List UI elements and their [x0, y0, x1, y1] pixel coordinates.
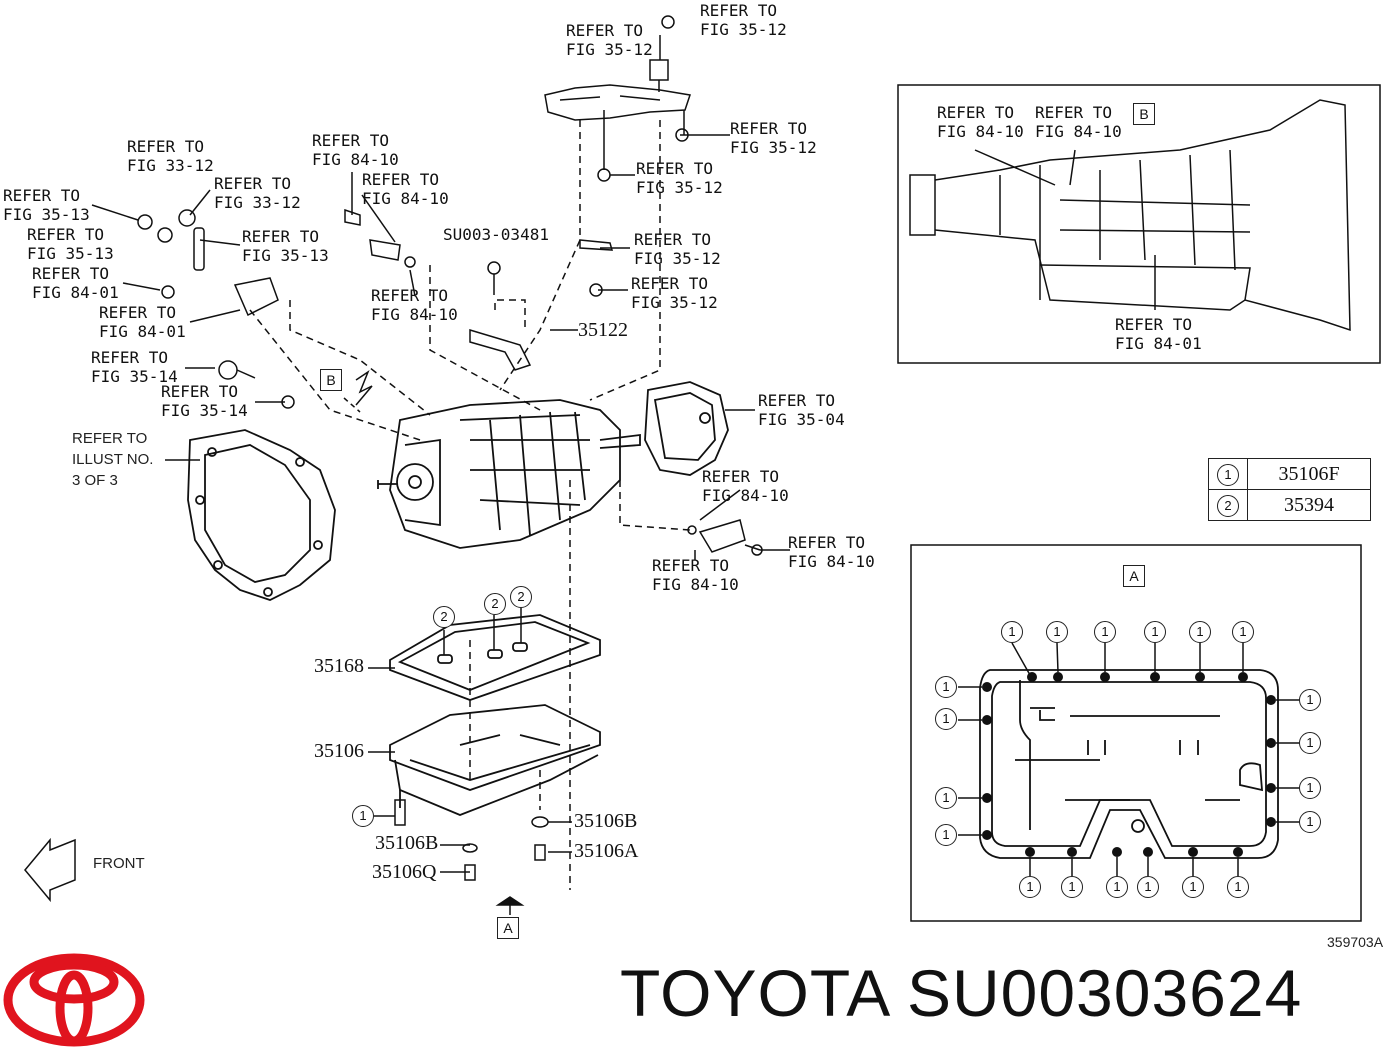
callout-circle-1: 1 [1001, 621, 1023, 643]
callout-circle-1: 1 [1299, 689, 1321, 711]
callout-circle-1: 1 [1299, 732, 1321, 754]
callout-circle-1: 1 [1144, 621, 1166, 643]
label-refer-35-13: REFER TO FIG 35-13 [3, 186, 90, 224]
label-refer-35-04: REFER TO FIG 35-04 [758, 391, 845, 429]
part-number-35168: 35168 [314, 655, 364, 677]
label-refer-84-10: REFER TO FIG 84-10 [312, 131, 399, 169]
callout-circle-1: 1 [1232, 621, 1254, 643]
callout-circle-1: 1 [935, 676, 957, 698]
callout-circle-2: 2 [433, 606, 455, 628]
inset-callout-lines [958, 642, 1300, 876]
callout-circle-1: 1 [1227, 876, 1249, 898]
front-arrow-icon [24, 837, 76, 903]
callout-circle-2: 2 [510, 586, 532, 608]
callout-circle-1: 1 [1061, 876, 1083, 898]
inset-bolt-dots [982, 672, 1276, 857]
marker-box-a: A [497, 917, 519, 939]
toyota-logo [3, 953, 145, 1047]
inset-top-frame [897, 84, 1381, 364]
callout-circle-1: 1 [1189, 621, 1211, 643]
inset-marker-box-b: B [1133, 103, 1155, 125]
part-number-35106q: 35106Q [372, 861, 437, 883]
label-refer-33-12: REFER TO FIG 33-12 [214, 174, 301, 212]
part-number-35106b: 35106B [574, 810, 638, 832]
legend-row: 1 35106F [1208, 458, 1371, 490]
callout-circle-1: 1 [1299, 811, 1321, 833]
arrow-up-icon [495, 896, 525, 906]
part-number-35106a: 35106A [574, 840, 639, 862]
bottom-fasteners [394, 799, 549, 881]
callout-circle-1: 1 [935, 787, 957, 809]
harness-assembly [544, 15, 691, 170]
label-refer-35-12: REFER TO FIG 35-12 [634, 230, 721, 268]
transmission-body [377, 399, 641, 549]
callout-circle-2: 2 [484, 593, 506, 615]
inset-label-refer-84-01: REFER TO FIG 84-01 [1115, 315, 1202, 353]
label-refer-84-01: REFER TO FIG 84-01 [32, 264, 119, 302]
label-refer-illust: REFER TO ILLUST NO. 3 OF 3 [72, 430, 154, 489]
label-refer-84-10: REFER TO FIG 84-10 [371, 286, 458, 324]
legend-row: 2 35394 [1208, 489, 1371, 521]
gasket-35168 [389, 614, 601, 701]
label-refer-35-14: REFER TO FIG 35-14 [161, 382, 248, 420]
marker-box-b: B [320, 369, 342, 391]
legend-table: 1 35106F 2 35394 [1208, 458, 1371, 521]
inset-oil-pan [979, 669, 1279, 859]
label-refer-35-14: REFER TO FIG 35-14 [91, 348, 178, 386]
callout-circle-1: 1 [1137, 876, 1159, 898]
legend-part: 35106F [1247, 458, 1371, 490]
label-refer-35-12: REFER TO FIG 35-12 [636, 159, 723, 197]
label-refer-35-12: REFER TO FIG 35-12 [700, 1, 787, 39]
label-refer-84-10: REFER TO FIG 84-10 [652, 556, 739, 594]
legend-number: 2 [1208, 489, 1248, 521]
label-refer-35-12: REFER TO FIG 35-12 [730, 119, 817, 157]
label-refer-35-12: REFER TO FIG 35-12 [631, 274, 718, 312]
label-refer-33-12: REFER TO FIG 33-12 [127, 137, 214, 175]
label-refer-35-13: REFER TO FIG 35-13 [27, 225, 114, 263]
callout-circle-1: 1 [352, 805, 374, 827]
callout-circle-1: 1 [1106, 876, 1128, 898]
inset-transmission [909, 99, 1351, 332]
sensor-fittings [137, 128, 689, 409]
label-refer-84-10: REFER TO FIG 84-10 [702, 467, 789, 505]
callout-circle-1: 1 [1094, 621, 1116, 643]
inset-label-refer-84-10: REFER TO FIG 84-10 [937, 103, 1024, 141]
oil-pan-35106 [389, 704, 601, 816]
label-front: FRONT [93, 855, 145, 872]
gasket-callout-lines [443, 608, 522, 655]
label-refer-35-13: REFER TO FIG 35-13 [242, 227, 329, 265]
bell-housing [187, 429, 336, 601]
solid-leaders [91, 134, 790, 873]
brand-part-number: TOYOTA SU00303624 [620, 956, 1303, 1030]
part-number-35106b: 35106B [375, 832, 439, 854]
label-refer-35-12: REFER TO FIG 35-12 [566, 21, 653, 59]
label-refer-84-01: REFER TO FIG 84-01 [99, 303, 186, 341]
inset-bottom-frame [910, 544, 1362, 922]
callout-circle-1: 1 [1182, 876, 1204, 898]
inset-label-refer-84-10: REFER TO FIG 84-10 [1035, 103, 1122, 141]
extension-housing [644, 381, 729, 476]
label-su-code: SU003-03481 [443, 225, 549, 244]
callout-circle-1: 1 [935, 824, 957, 846]
callout-circle-1: 1 [1299, 777, 1321, 799]
callout-circle-1: 1 [935, 708, 957, 730]
label-refer-84-10: REFER TO FIG 84-10 [788, 533, 875, 571]
label-refer-84-10: REFER TO FIG 84-10 [362, 170, 449, 208]
speed-sensor [687, 519, 763, 556]
legend-part: 35394 [1247, 489, 1371, 521]
part-number-35106: 35106 [314, 740, 364, 762]
legend-number: 1 [1208, 458, 1248, 490]
callout-circle-1: 1 [1019, 876, 1041, 898]
inset-marker-box-a: A [1123, 565, 1145, 587]
callout-circle-1: 1 [1046, 621, 1068, 643]
legend-number-circle: 2 [1217, 495, 1239, 517]
lightning-icon [355, 370, 373, 406]
part-number-35122: 35122 [578, 319, 628, 341]
figure-code: 359703A [1327, 934, 1384, 950]
legend-number-circle: 1 [1217, 464, 1239, 486]
